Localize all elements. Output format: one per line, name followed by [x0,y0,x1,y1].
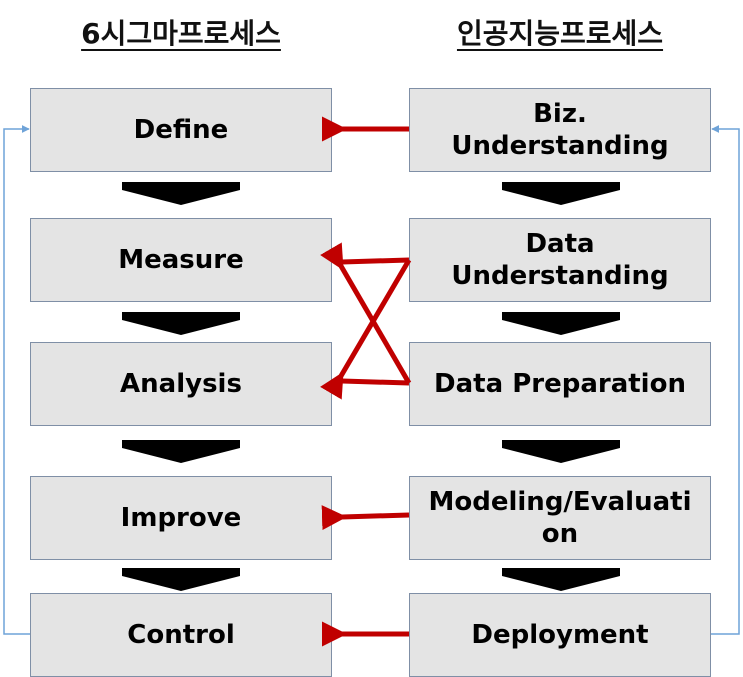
step-define-label: Define [133,114,229,145]
map-connector-data-understanding-top [341,257,410,265]
step-data-preparation-label: Data Preparation [434,368,686,399]
step-define: Define [30,88,332,172]
step-biz-understanding-line1: Biz. [533,98,587,129]
step-control-label: Control [127,619,235,650]
map-arrow-data-preparation-to-measure [320,242,412,385]
loop-line-control-to-define [3,125,30,635]
step-modeling-evaluation-line1: Modeling/Evaluati [428,486,692,517]
step-data-preparation: Data Preparation [409,342,711,426]
flow-arrow-modeling-to-deployment [502,568,620,591]
flow-arrow-measure-to-analysis [122,312,240,335]
flow-arrow-improve-to-control [122,568,240,591]
step-biz-understanding-line2: Understanding [451,131,669,161]
step-data-understanding-line2: Understanding [451,261,669,291]
map-connector-data-preparation-bottom [341,378,410,386]
flow-arrow-preparation-to-modeling [502,440,620,463]
step-analysis: Analysis [30,342,332,426]
flow-arrow-data-understanding-to-preparation [502,312,620,335]
step-modeling-evaluation: Modeling/Evaluati on [409,476,711,560]
step-analysis-label: Analysis [120,368,242,399]
step-modeling-evaluation-line2: on [541,519,579,549]
flow-arrow-analysis-to-improve [122,440,240,463]
six-sigma-column-title: 6시그마프로세스 [81,17,281,50]
step-measure-label: Measure [118,244,244,275]
step-data-understanding-line1: Data [525,228,595,259]
step-improve-label: Improve [120,502,242,533]
map-arrow-data-understanding-to-analysis [320,258,412,400]
loop-line-deployment-to-biz [711,125,740,635]
step-biz-understanding: Biz. Understanding [409,88,711,172]
ai-process-column-title: 인공지능프로세스 [456,17,664,50]
step-improve: Improve [30,476,332,560]
step-measure: Measure [30,218,332,302]
map-arrow-modeling-to-improve [321,505,410,531]
step-deployment: Deployment [409,593,711,677]
step-deployment-label: Deployment [471,619,649,650]
flow-arrow-define-to-measure [122,182,240,205]
step-data-understanding: Data Understanding [409,218,711,302]
flow-arrow-biz-to-data-understanding [502,182,620,205]
step-control: Control [30,593,332,677]
